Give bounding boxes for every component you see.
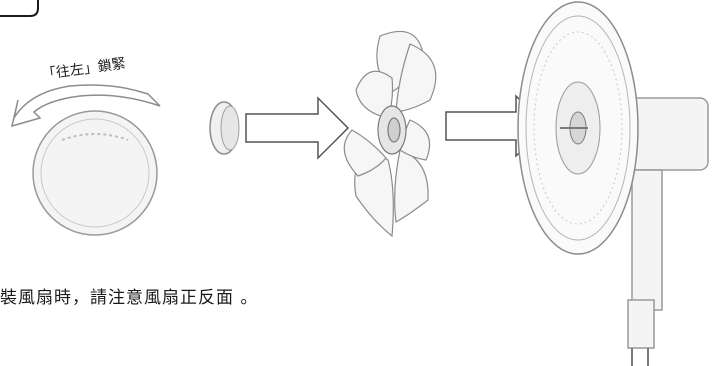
fan-head-icon xyxy=(517,1,709,366)
instruction-text: 裝風扇時，請注意風扇正反面 。 xyxy=(0,288,259,308)
lock-knob-icon xyxy=(32,110,158,236)
fan-blade-icon xyxy=(343,30,437,238)
cap-icon xyxy=(209,101,240,155)
rotate-label: 「往左」鎖緊 xyxy=(41,56,126,84)
right-arrow-icon xyxy=(245,96,350,160)
rotate-left-arrow-icon xyxy=(10,84,161,128)
frame-corner xyxy=(0,0,39,17)
